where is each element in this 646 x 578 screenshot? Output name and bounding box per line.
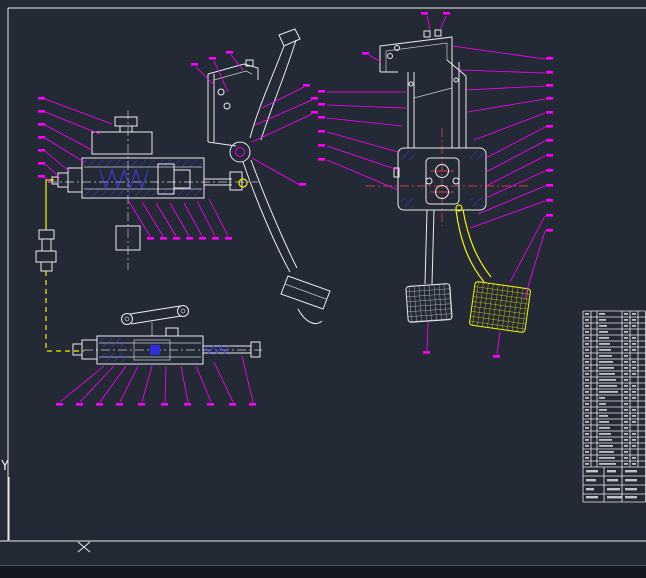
leader-lines-subassembly [59, 355, 254, 403]
support-straps [407, 60, 467, 148]
front-view [318, 12, 553, 358]
parts-list-table [582, 310, 646, 503]
mount-bolt [434, 29, 442, 37]
clutch-pedal-pad [469, 281, 531, 333]
callout-ticks-subassembly [56, 403, 256, 406]
upper-bracket [379, 29, 467, 77]
pivot-boss [229, 141, 251, 163]
return-spring [99, 168, 149, 190]
pedal-arm [229, 28, 331, 324]
ucs-y-label: Y [1, 459, 9, 474]
leader-lines-front-view [326, 15, 546, 355]
cylinder-body [72, 327, 261, 365]
hydraulic-line [35, 179, 84, 352]
mounting-bracket [207, 59, 259, 147]
clip-detail [238, 178, 248, 188]
ucs-icon: Y [1, 459, 10, 540]
master-cylinder [51, 157, 243, 251]
side-view [35, 28, 331, 352]
origin-cross-marker [77, 541, 91, 553]
subassembly-view [56, 305, 262, 406]
pivot-plate [393, 147, 487, 211]
sheet-border [0, 7, 646, 542]
actuating-lever [121, 305, 189, 336]
command-bar[interactable] [0, 565, 646, 578]
mount-bolt [423, 30, 431, 38]
hose-fitting [35, 250, 57, 263]
brake-pedal [405, 209, 453, 323]
leader-lines-side-view [44, 54, 313, 237]
section-symbol [115, 225, 141, 251]
rod-spring [204, 344, 230, 355]
brake-pedal-pad [405, 283, 453, 323]
pedal-pad-side [280, 275, 331, 310]
callout-ticks-side-view [38, 51, 318, 240]
pushrod-clevis [229, 171, 243, 191]
fluid-reservoir [91, 116, 153, 155]
clutch-pedal [455, 204, 531, 333]
